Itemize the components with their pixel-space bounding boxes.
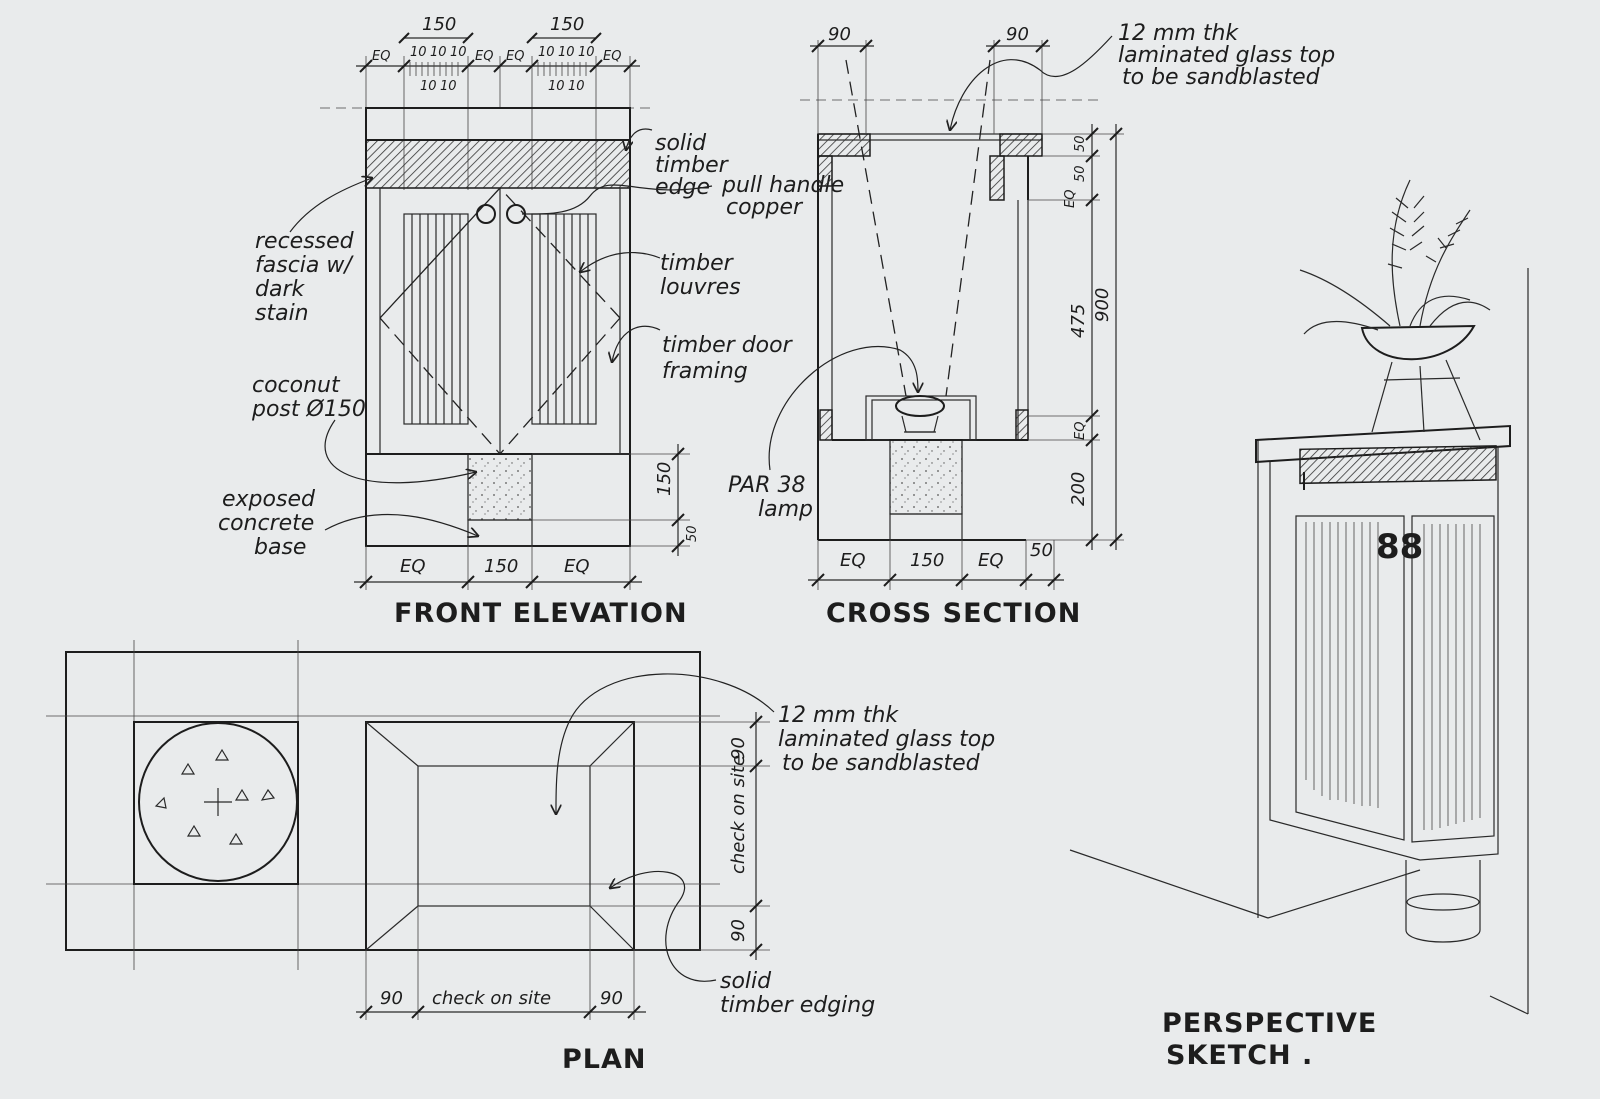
title-cross-section: CROSS SECTION [826,598,1081,629]
perspective-handles-88: 88 [1376,527,1423,567]
svg-text:exposed: exposed [222,487,316,512]
note-glass-top-plan: 12 mm thk laminated glass top to be sand… [556,673,995,814]
fe-top-dim-eq: EQ [506,49,524,64]
fe-louvre-dim: 10 [420,79,437,94]
svg-text:laminated glass top: laminated glass top [1118,43,1335,68]
svg-text:timber door: timber door [662,333,794,358]
fe-louvre-dim: 10 [538,45,555,60]
svg-text:to be sandblasted: to be sandblasted [1122,65,1321,90]
title-perspective-line2: SKETCH . [1166,1040,1313,1071]
svg-text:louvres: louvres [660,275,741,300]
note-solid-timber-edging: solid timber edging [610,870,875,1018]
fe-right-dim-50: 50 [685,525,700,542]
cs-right-dim-200: 200 [1068,472,1089,506]
fe-top-dim-150-right: 150 [550,14,584,35]
svg-text:to be sandblasted: to be sandblasted [782,751,981,776]
fe-bottom-dim-eq-left: EQ [400,556,426,577]
coconut-post-plan [138,722,298,882]
cross-section: 90 90 EQ 150 EQ 50 50 50 [728,21,1335,629]
svg-text:timber edging: timber edging [720,993,875,1018]
fe-louvre-dim: 10 [558,45,575,60]
cs-bottom-dim-eq-right: EQ [978,550,1004,571]
svg-text:12 mm thk: 12 mm thk [1118,21,1239,46]
note-recessed-fascia: recessed fascia w/ dark stain [255,178,372,326]
timber-louvres-left [403,213,469,425]
svg-text:solid: solid [655,131,707,156]
cs-right-dim-50: 50 [1073,165,1088,182]
cs-top-dim-90-left: 90 [828,24,851,45]
cs-bottom-dim-eq-left: EQ [840,550,866,571]
svg-text:base: base [254,535,306,560]
cs-right-dim-475: 475 [1068,304,1089,338]
cs-right-dim-900: 900 [1092,288,1113,322]
svg-text:recessed: recessed [255,229,355,254]
fe-louvre-dim: 10 [440,79,457,94]
fe-bottom-dim-eq-right: EQ [564,556,590,577]
cs-bottom-dim-150: 150 [910,550,944,571]
timber-louvres-right [531,213,597,425]
svg-text:copper: copper [726,195,804,220]
note-timber-louvres: timber louvres [580,251,741,300]
fe-louvre-dim: 10 [568,79,585,94]
perspective-sketch: 88 PERSPECTIVE SKETCH . [1069,179,1529,1071]
svg-text:framing: framing [662,359,748,384]
note-timber-door-framing: timber door framing [612,325,794,384]
fe-top-dim-eq: EQ [603,49,621,64]
fe-top-dim-eq: EQ [475,49,493,64]
svg-text:coconut: coconut [252,373,341,398]
svg-text:concrete: concrete [218,511,314,536]
note-glass-top-section: 12 mm thk laminated glass top to be sand… [950,21,1335,130]
glass-top-plan [365,721,635,951]
fe-louvre-dim: 10 [450,45,467,60]
svg-text:12 mm thk: 12 mm thk [778,703,899,728]
plan-right-dim-check-on-site: check on site [728,755,749,874]
plan-bottom-dim-check-on-site: check on site [432,988,551,1009]
fe-bottom-dim-150: 150 [484,556,518,577]
svg-text:solid: solid [720,969,772,994]
svg-text:dark: dark [255,277,305,302]
plan-right-dim-90: 90 [728,737,749,760]
plan: 90 check on site 90 90 check on site 90 … [46,640,995,1075]
fe-louvre-dim: 10 [548,79,565,94]
fe-right-dim-150: 150 [654,462,675,496]
pull-handle-left [476,204,496,224]
plan-bottom-dim-90: 90 [380,988,403,1009]
fe-top-dim-150-left: 150 [422,14,456,35]
title-plan: PLAN [562,1044,647,1075]
svg-text:post Ø150: post Ø150 [251,397,366,422]
recessed-fascia [365,139,631,189]
svg-text:PAR 38: PAR 38 [728,473,806,498]
plan-bottom-dim-90: 90 [600,988,623,1009]
cs-right-dim-eq: EQ [1073,422,1088,440]
cs-bottom-dim-50: 50 [1030,540,1053,561]
fe-louvre-dim: 10 [430,45,447,60]
par-lamp [895,395,945,417]
title-perspective-line1: PERSPECTIVE [1162,1008,1377,1039]
concrete-base [467,453,533,521]
plan-right-dim-90: 90 [728,919,749,942]
cs-right-dim-eq: EQ [1063,190,1078,208]
note-par-lamp: PAR 38 lamp [728,345,918,522]
svg-text:laminated glass top: laminated glass top [778,727,995,752]
fe-top-dim-eq: EQ [372,49,390,64]
svg-text:timber: timber [655,153,730,178]
front-elevation: 150 150 EQ EQ EQ EQ 10 10 10 10 10 10 10… [218,14,844,629]
title-front-elevation: FRONT ELEVATION [394,598,688,629]
svg-text:timber: timber [660,251,735,276]
svg-text:stain: stain [255,301,309,326]
cs-top-dim-90-right: 90 [1006,24,1029,45]
note-coconut-post: coconut post Ø150 [251,373,476,484]
fe-louvre-dim: 10 [578,45,595,60]
cs-right-dim-50: 50 [1073,135,1088,152]
note-exposed-concrete-base: exposed concrete base [218,487,478,560]
fe-louvre-dim: 10 [410,45,427,60]
svg-text:fascia w/: fascia w/ [255,253,354,278]
svg-text:lamp: lamp [758,497,813,522]
